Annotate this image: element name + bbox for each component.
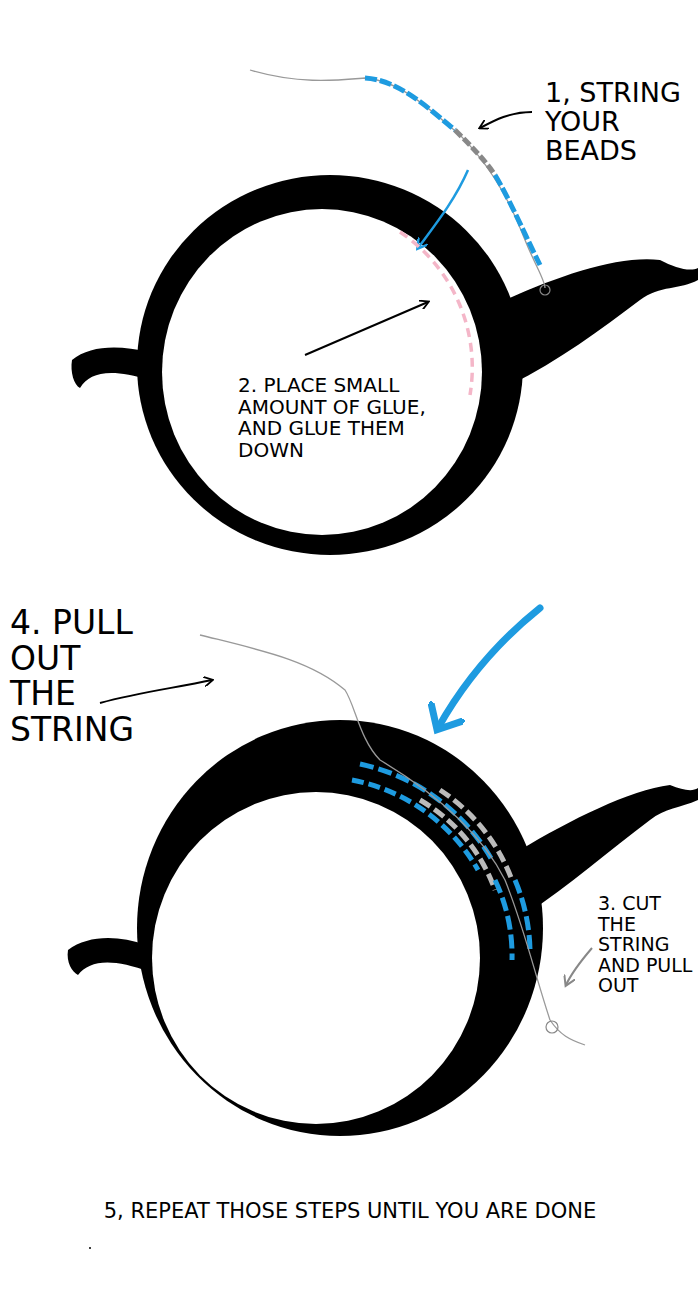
leader-line	[305, 302, 428, 355]
leader-line	[100, 680, 212, 703]
step-label: 2. PLACE SMALL AMOUNT OF GLUE, AND GLUE …	[238, 375, 460, 461]
step-label: 3. CUT THE STRING AND PULL OUT	[598, 893, 696, 996]
string	[200, 635, 550, 1020]
teapot-bottom	[68, 720, 698, 1136]
glued-beads	[352, 764, 530, 960]
blue-arrow	[418, 170, 468, 248]
dot	[89, 1247, 91, 1249]
caption-note: 5, REPEAT THOSE STEPS UNTIL YOU ARE DONE	[10, 1200, 690, 1223]
leader-line	[480, 112, 532, 128]
step-label: 1, STRING YOUR BEADS	[545, 78, 695, 165]
step-label: 4. PULL OUT THE STRING	[10, 605, 145, 748]
knot	[546, 1021, 558, 1033]
bead-strand	[250, 70, 550, 295]
teapot-top	[71, 175, 698, 555]
glue-dots	[400, 232, 472, 395]
blue-arrow	[438, 608, 540, 728]
leader-line	[566, 948, 592, 985]
